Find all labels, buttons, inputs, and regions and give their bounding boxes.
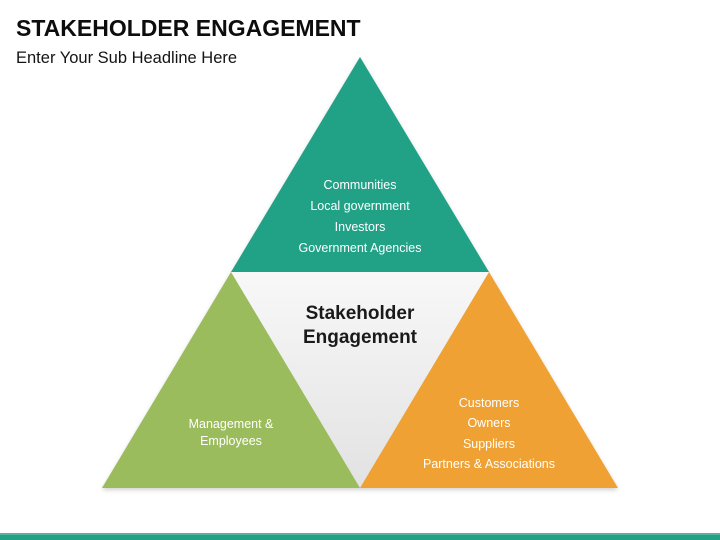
bottom-right-triangle <box>360 272 618 488</box>
center-label-line: Stakeholder <box>305 303 415 324</box>
top-label-line: Government Agencies <box>298 241 422 255</box>
top-label-line: Investors <box>334 220 386 234</box>
right-label-line: Owners <box>467 416 511 431</box>
top-triangle <box>231 57 489 272</box>
slide-title: STAKEHOLDER ENGAGEMENT <box>16 15 361 41</box>
left-label-line: Management & <box>188 417 274 431</box>
center-inverted-triangle <box>231 272 489 488</box>
top-label-line: Communities <box>323 178 397 192</box>
bottom-right-triangle-labels: Customers Owners Suppliers Partners & As… <box>389 393 589 475</box>
bottom-left-triangle <box>102 272 360 488</box>
top-triangle-labels: Communities Local government Investors G… <box>235 175 485 259</box>
left-label-line: Employees <box>200 434 262 448</box>
center-label: Stakeholder Engagement <box>260 302 460 349</box>
right-label-line: Suppliers <box>462 436 516 451</box>
top-label-line: Local government <box>310 199 410 213</box>
slide-subtitle: Enter Your Sub Headline Here <box>16 49 238 67</box>
bottom-left-triangle-labels: Management & Employees <box>131 416 331 450</box>
center-label-line: Engagement <box>302 326 418 348</box>
right-label-line: Partners & Associations <box>422 457 555 472</box>
right-label-line: Customers <box>458 396 520 410</box>
footer-accent-bar <box>0 533 720 540</box>
